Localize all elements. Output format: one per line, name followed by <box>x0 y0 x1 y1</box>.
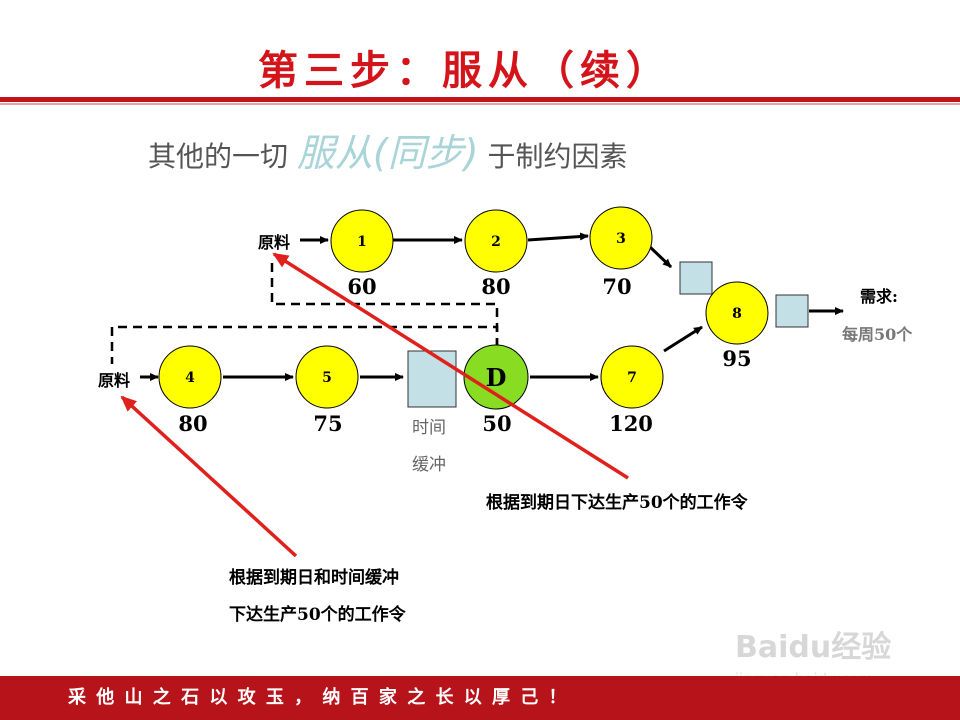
process-node-label-5: 5 <box>322 370 332 386</box>
process-node-label-8: 8 <box>732 306 742 322</box>
time-buffer-box <box>407 350 457 408</box>
process-node-label-4: 4 <box>185 370 195 386</box>
flow-arrow-2-to-3 <box>527 232 589 242</box>
process-node-5 <box>295 345 359 409</box>
finished-goods-buffer <box>775 294 809 328</box>
process-node-7 <box>600 345 664 409</box>
rope-line-top <box>270 257 499 347</box>
process-node-label-7: 7 <box>627 370 637 386</box>
release-note-left-2: 下达生产50个的工作令 <box>229 604 407 625</box>
process-node-label-2: 2 <box>491 234 501 250</box>
process-node-capacity-1: 60 <box>347 274 376 299</box>
process-node-label-d: D <box>486 363 507 392</box>
process-node-capacity-5: 75 <box>313 411 342 436</box>
process-node-capacity-2: 80 <box>481 274 510 299</box>
subtitle-text-pre: 其他的一切 <box>148 140 297 173</box>
process-node-label-3: 3 <box>616 231 626 247</box>
process-node-8 <box>705 281 769 345</box>
subtitle-emphasis: 服从(同步) <box>296 131 479 175</box>
rope-line-bottom <box>110 325 499 364</box>
release-note-left-1: 根据到期日和时间缓冲 <box>229 567 399 588</box>
title-divider <box>0 97 960 102</box>
subtitle-text-post: 于制约因素 <box>478 140 628 173</box>
flow-arrow-7-to-8 <box>663 325 703 353</box>
process-node-4 <box>158 345 222 409</box>
time-buffer-label-1: 时间 <box>412 418 446 438</box>
process-node-2 <box>464 209 528 273</box>
process-node-capacity-8: 95 <box>722 346 751 371</box>
red-arrow-to-bottom-raw <box>120 395 298 558</box>
process-node-d <box>463 344 529 410</box>
slide-title: 第三步：服从（续） <box>258 47 672 94</box>
title-divider-shadow <box>0 103 960 105</box>
demand-value: 每周50个 <box>842 325 913 344</box>
process-node-label-1: 1 <box>357 234 367 250</box>
process-node-3 <box>589 206 653 270</box>
raw-material-bottom-label: 原料 <box>98 371 130 390</box>
buffer-after-3 <box>679 261 713 295</box>
release-note-right: 根据到期日下达生产50个的工作令 <box>486 492 749 513</box>
process-node-capacity-3: 70 <box>602 274 631 299</box>
process-node-capacity-d: 50 <box>482 411 511 436</box>
flow-arrow-3-to-buffer <box>648 245 673 269</box>
process-node-1 <box>330 209 394 273</box>
red-arrow-to-top-raw <box>272 252 629 480</box>
time-buffer-label-2: 缓冲 <box>412 455 446 475</box>
slide-subtitle: 其他的一切 服从(同步) 于制约因素 <box>148 122 627 177</box>
footer-motto: 采 他 山 之 石 以 攻 玉 ， 纳 百 家 之 长 以 厚 己 ！ <box>0 676 960 720</box>
raw-material-top-label: 原料 <box>258 233 290 252</box>
process-node-capacity-4: 80 <box>178 411 207 436</box>
demand-label: 需求: <box>860 287 898 306</box>
process-node-capacity-7: 120 <box>609 411 653 436</box>
